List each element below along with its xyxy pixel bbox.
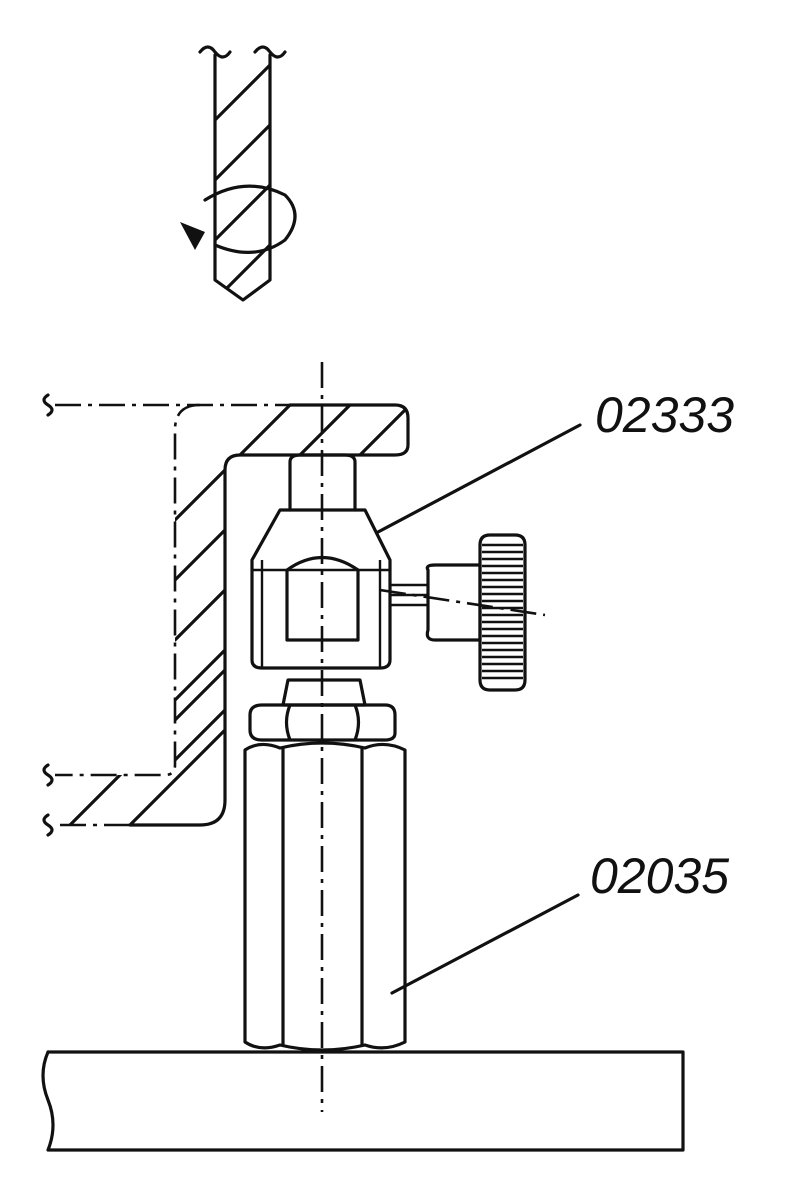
arrow-head-icon	[180, 222, 205, 250]
rotation-arrow-icon	[203, 184, 297, 255]
knurled-knob-icon	[379, 533, 546, 692]
leader-line-02333	[376, 423, 582, 534]
base-plate-icon	[41, 1050, 685, 1152]
hex-standoff-icon	[243, 741, 407, 1052]
leader-line-02035	[390, 893, 580, 995]
part-label-standoff: 02035	[590, 848, 729, 904]
clamp-icon	[248, 453, 546, 742]
part-label-clamp: 02333	[595, 387, 734, 443]
drill-icon	[180, 45, 297, 302]
